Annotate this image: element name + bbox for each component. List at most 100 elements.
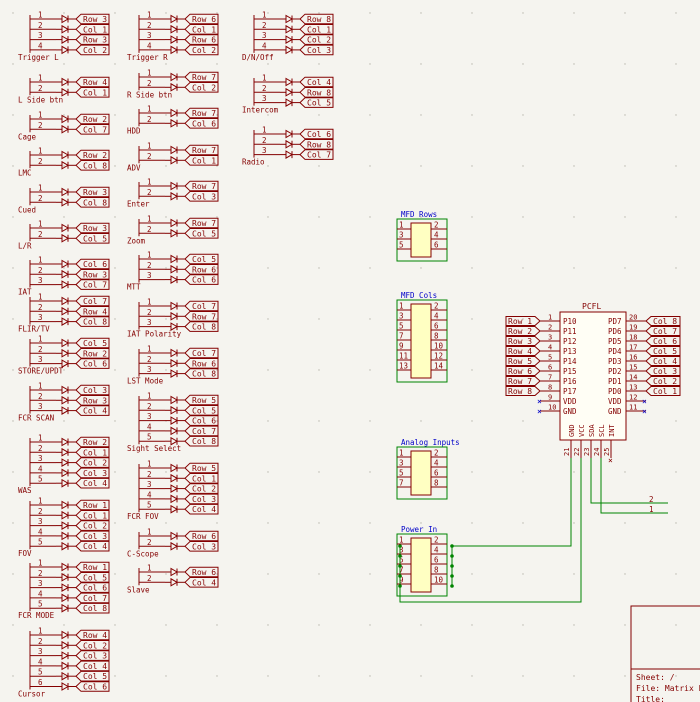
pin-number: 4 (147, 422, 152, 431)
grid-dot (522, 624, 524, 626)
ic-pin-name: INT (608, 424, 616, 437)
net-label-flag (184, 530, 219, 542)
ic-pin-number: 15 (629, 364, 637, 372)
switch-name: Radio (242, 158, 265, 167)
grid-dot (471, 216, 473, 218)
net-label-flag (75, 279, 110, 290)
grid-dot (318, 114, 320, 116)
net-label: Col 7 (192, 349, 216, 358)
net-label: Row 1 (83, 501, 107, 510)
pin-number: 8 (434, 332, 439, 341)
diode-triangle (170, 463, 178, 473)
net-label: Col 3 (307, 46, 331, 55)
diode-triangle (61, 296, 69, 306)
pin-number: 1 (147, 251, 152, 260)
grid-dot (369, 522, 371, 524)
pin-number: 1 (399, 536, 404, 545)
net-label: Col 7 (192, 302, 216, 311)
pin-number: 6 (434, 556, 439, 565)
switch-name: Cued (18, 205, 36, 214)
ic-name: PCFL (582, 302, 601, 311)
pin-number: 6 (434, 322, 439, 331)
grid-dot (522, 471, 524, 473)
diode-triangle (61, 150, 69, 160)
grid-dot (318, 471, 320, 473)
net-label-flag (505, 386, 541, 396)
grid-dot (573, 216, 575, 218)
grid-dot (63, 267, 65, 269)
diode-triangle (170, 108, 178, 118)
grid-dot (318, 267, 320, 269)
net-label-flag (184, 144, 219, 156)
net-label: Col 7 (83, 125, 107, 134)
net-label-flag (184, 264, 219, 275)
diode-triangle (61, 521, 69, 530)
net-label-flag (75, 295, 110, 307)
pin-number: 2 (434, 302, 439, 311)
pin-number: 1 (147, 460, 152, 469)
header-pin-number: 1 (649, 505, 654, 514)
pin-number: 1 (38, 184, 43, 193)
net-label-flag (184, 311, 219, 322)
no-connect-mark: × (537, 407, 542, 416)
ic-pin-number: 5 (548, 354, 552, 362)
ic-pin-number: 18 (629, 334, 637, 342)
pin-number: 1 (38, 559, 43, 568)
net-label: Row 3 (83, 15, 107, 24)
grid-dot (675, 318, 677, 320)
pin-number: 3 (399, 312, 404, 321)
grid-dot (216, 267, 218, 269)
grid-dot (522, 12, 524, 14)
grid-dot (63, 12, 65, 14)
switch-name: FCR FOV (127, 512, 159, 521)
pin-number: 2 (38, 345, 43, 354)
net-label: Row 2 (83, 349, 107, 358)
grid-dot (216, 522, 218, 524)
grid-dot (114, 471, 116, 473)
ic-pin-name: P12 (563, 337, 577, 346)
pin-number: 12 (434, 352, 443, 361)
title-block-frame (630, 605, 700, 702)
pin-number: 3 (147, 365, 152, 374)
net-label-flag (184, 493, 219, 505)
title-label: Title: (636, 695, 665, 702)
grid-dot (267, 675, 269, 677)
net-label-flag (184, 435, 219, 447)
grid-dot (624, 624, 626, 626)
net-label: Col 3 (192, 192, 216, 201)
net-label-flag (299, 24, 334, 35)
connector-title: Analog Inputs (401, 438, 460, 447)
net-label: Col 4 (83, 662, 107, 671)
net-label-flag (645, 316, 681, 326)
pin-number: 1 (38, 627, 43, 636)
grid-dot (522, 420, 524, 422)
switch-name: L/R (18, 241, 32, 250)
diode-triangle (61, 24, 69, 34)
junction-dot (450, 554, 454, 558)
pin-number: 1 (38, 11, 43, 20)
grid-dot (165, 63, 167, 65)
grid-dot (624, 573, 626, 575)
ic-pin-name: P13 (563, 347, 577, 356)
ic-pin-name: PD7 (608, 317, 622, 326)
diode-triangle (61, 197, 69, 207)
grid-dot (522, 165, 524, 167)
pin-number: 2 (147, 574, 152, 583)
net-label: Row 4 (508, 347, 532, 356)
grid-dot (63, 675, 65, 677)
net-label: Row 6 (192, 359, 216, 368)
connector-body (410, 303, 432, 379)
switch-name: D/N/Off (242, 53, 274, 62)
net-label-flag (75, 258, 110, 270)
grid-dot (12, 369, 14, 371)
connector-title: Power In (401, 525, 437, 534)
net-label: Col 8 (83, 604, 107, 613)
net-label-flag (645, 386, 681, 396)
diode-triangle (170, 181, 178, 191)
net-label: Col 6 (83, 683, 107, 692)
pin-number: 2 (38, 84, 43, 93)
